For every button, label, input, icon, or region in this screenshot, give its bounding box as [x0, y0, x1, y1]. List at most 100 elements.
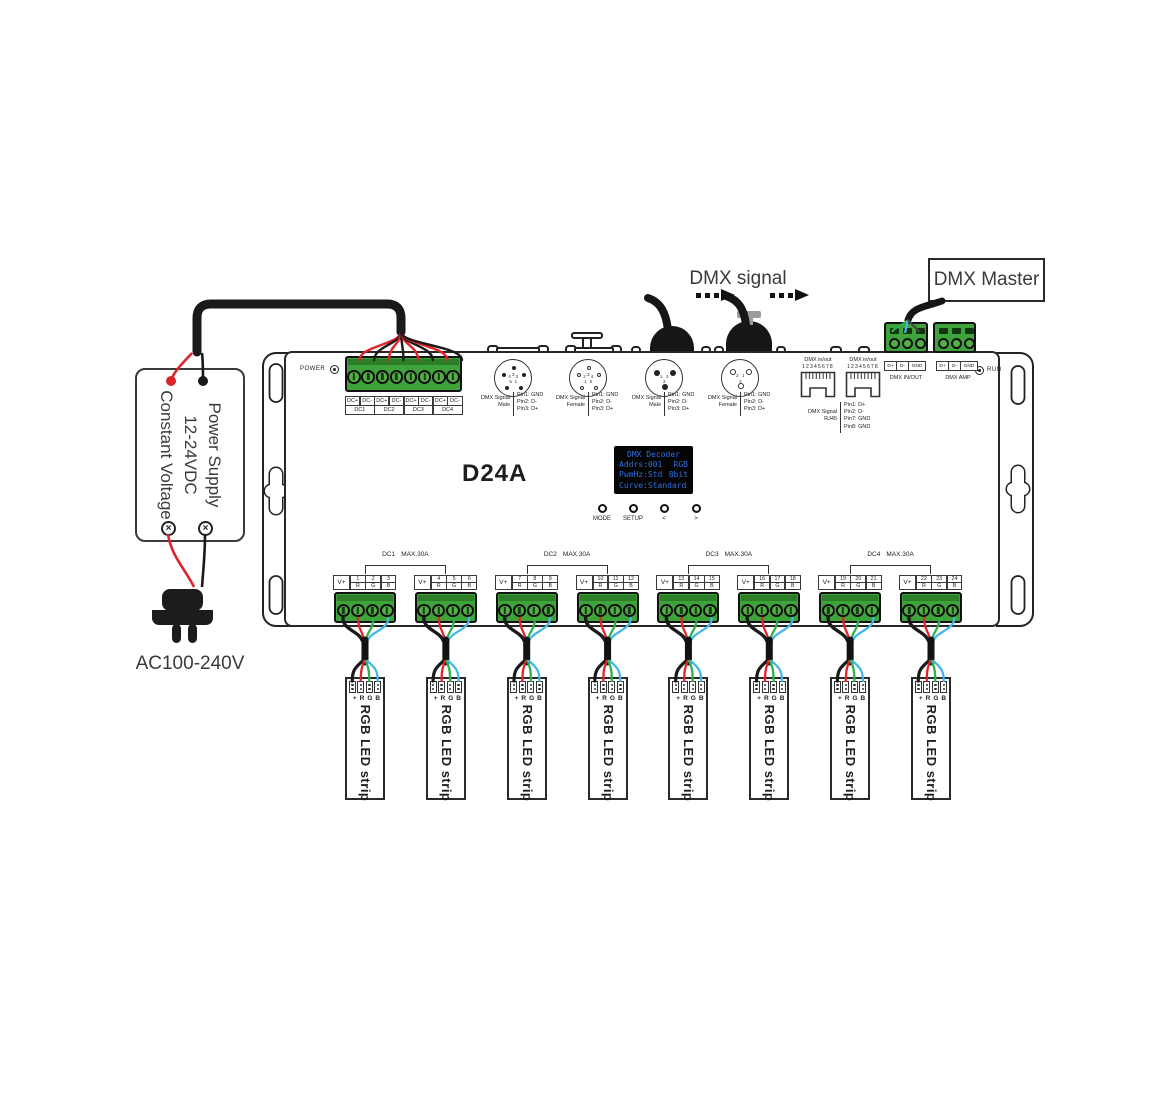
model-name: D24A [462, 460, 528, 487]
button-next [691, 504, 701, 513]
strip-solder-pad [527, 681, 535, 693]
strip-solder-pad [672, 681, 680, 693]
xlr-plug-latch-stem [745, 317, 753, 325]
dmx-master-box: DMX Master [928, 258, 1045, 302]
xlr-legend-text: Female [566, 402, 585, 409]
xlr-legend-text: DMX Signal [480, 395, 510, 401]
xlr-pin-number: 3 [587, 371, 590, 377]
rj45-pin7: Pin7: GND [844, 416, 871, 423]
output-terminal-block [495, 592, 558, 623]
output-terminal-block [334, 592, 396, 623]
xlr-pin-number: 3 [512, 371, 515, 377]
xlr-legend-text: Pin1: GND [517, 392, 544, 398]
strip-solder-pad [608, 681, 616, 693]
lcd-bits: 8bit [668, 470, 688, 480]
xlr-legend-text: Pin2: D- [744, 399, 764, 406]
strip-solder-pad [761, 681, 769, 693]
ear-slots-right [1005, 365, 1031, 615]
strip-pad-label: +RGB [352, 695, 384, 702]
strip-name-label: RGB LED strip [438, 704, 454, 802]
output-color-cell: G [446, 582, 462, 590]
rj45-jack [845, 371, 881, 398]
output-color-cell: R [915, 582, 932, 590]
channel-name: DC4 [867, 551, 881, 558]
output-terminal-block [576, 592, 639, 623]
xlr-pin-dot [521, 372, 527, 378]
strip-solder-pad [689, 681, 697, 693]
strip-solder-pad [429, 681, 437, 693]
xlr-pin-number: 2 [666, 373, 669, 379]
strip-solder-pad [348, 681, 356, 693]
lcd-addr: Addrs:001 [619, 460, 663, 470]
xlr-legend-text: Pin3: D+ [592, 406, 614, 413]
output-color-cell: B [542, 582, 559, 590]
rj45-name: DMX Signal [807, 409, 837, 415]
xlr-pin-number: 1 [742, 373, 745, 379]
strip-solder-pad [842, 681, 850, 693]
strip-solder-pad [455, 681, 463, 693]
output-vplus-cell: V+ [575, 575, 593, 590]
strip-solder-pad [914, 681, 922, 693]
strip-solder-pad [940, 681, 948, 693]
terminal-label-cell: GND [908, 361, 926, 371]
xlr-pin-dot [737, 382, 745, 390]
rj45-pin-numbers-row: 12345678 [847, 364, 879, 370]
xlr-pin-dot [579, 385, 585, 391]
xlr-legend-text: DMX Signal [631, 395, 661, 401]
strip-name-label: RGB LED strip [681, 704, 697, 802]
output-color-cell: R [430, 582, 447, 590]
output-vplus-cell: V+ [333, 575, 350, 590]
output-color-cell: G [931, 582, 948, 590]
strip-solder-pad [778, 681, 786, 693]
button-prev [659, 504, 669, 513]
xlr-pin-dot [501, 372, 507, 378]
xlr-pin-number: 3 [739, 378, 742, 384]
xlr-pin-dot [745, 368, 753, 376]
dc-channel-cell: DC2 [374, 405, 404, 415]
xlr-legend-text: DMX Signal [555, 395, 585, 401]
output-color-cell: R [511, 582, 528, 590]
output-color-cell: B [623, 582, 639, 590]
output-color-cell: B [704, 582, 720, 590]
strip-name-label: RGB LED strip [923, 704, 939, 802]
strip-pad-label: +RGB [838, 695, 869, 702]
channel-max-rating: MAX.30A [401, 551, 429, 558]
xlr-legend-text: Male [649, 402, 661, 409]
output-color-cell: B [946, 582, 963, 590]
xlr-pin-number: 2 [735, 373, 739, 379]
channel-name: DC3 [705, 551, 719, 558]
dmx-amp-label: DMX AMP [945, 375, 971, 381]
xlr-legend-text [664, 392, 665, 416]
dmx-inout-label: DMX IN/OUT [889, 375, 923, 381]
output-color-cell: R [754, 582, 771, 590]
rj45-pin-numbers-row: 12345678 [802, 364, 834, 370]
dmx-amp-terminal-block [933, 322, 976, 353]
output-color-cell: B [865, 582, 882, 590]
strip-solder-pad [599, 681, 607, 693]
strip-solder-pad [357, 681, 365, 693]
rj45-pin1: Pin1: D+ [844, 402, 866, 408]
strip-solder-pad [591, 681, 599, 693]
strip-solder-pad [438, 681, 446, 693]
output-vplus-cell: V+ [818, 575, 836, 590]
strip-solder-pad [446, 681, 454, 693]
dmx-signal-label: DMX signal [689, 268, 787, 289]
xlr-pin-number: 1 [659, 373, 663, 379]
channel-name: DC1 [382, 551, 396, 558]
xlr-pin-number: 4 [508, 374, 511, 380]
